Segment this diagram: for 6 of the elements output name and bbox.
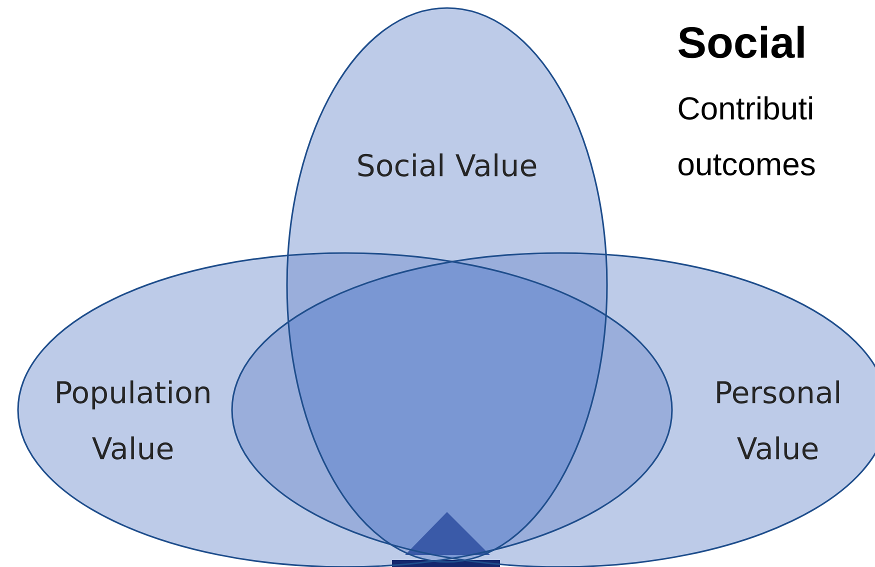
- ellipse-label: Personal Value: [717, 380, 839, 460]
- description-text: outcomes: [678, 154, 815, 176]
- ellipse-label: Population Value: [57, 380, 210, 460]
- ellipse-label: Social Value: [358, 153, 536, 177]
- description-text: Contributi: [678, 96, 812, 120]
- heading: Social: [678, 26, 804, 58]
